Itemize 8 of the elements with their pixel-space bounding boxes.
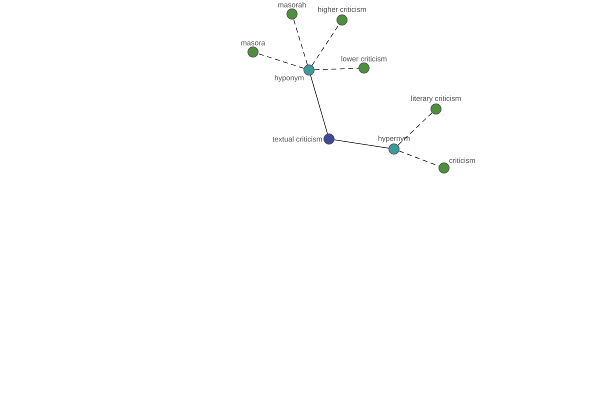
- connector-line: [312, 24, 340, 66]
- connector-line: [310, 74, 328, 134]
- connector-line: [334, 140, 389, 148]
- connector-line: [398, 150, 440, 166]
- connector-line: [258, 53, 304, 69]
- connector-line: [293, 18, 308, 66]
- connector-line: [314, 68, 359, 70]
- connector-line: [398, 112, 432, 146]
